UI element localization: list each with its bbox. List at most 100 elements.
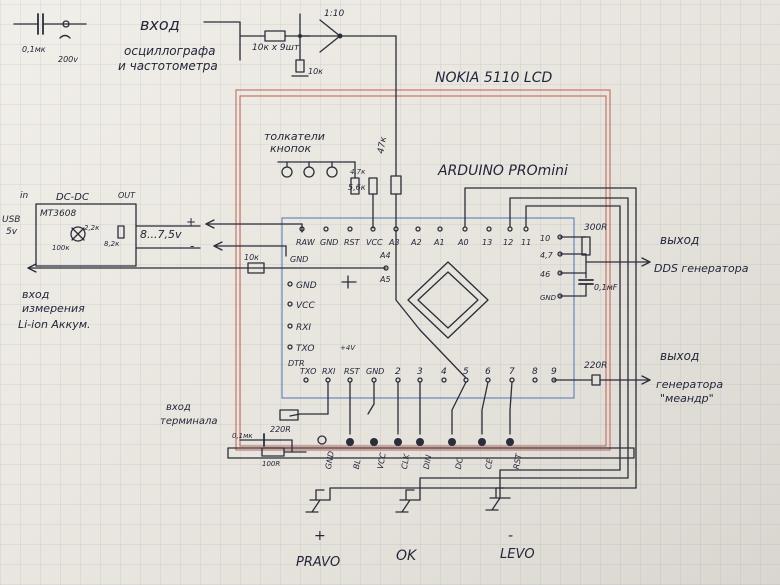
pin-a4: A4: [379, 251, 391, 260]
right-pin-column: [557, 234, 651, 299]
pin-4: 4: [441, 367, 447, 377]
input-subtitle-1: осциллографа: [124, 44, 215, 58]
pin-a5: A5: [379, 275, 391, 284]
dcdc-plus: +: [186, 215, 196, 229]
cap-01-label: 0,1мF: [594, 283, 618, 292]
pin-txo-left: TXO: [296, 344, 314, 354]
batt-title: вход: [22, 288, 49, 301]
mcu-chip: [407, 261, 489, 339]
pin-rst-top: RST: [344, 238, 361, 247]
pravo-label: PRAVO: [296, 555, 340, 570]
dds-output-title: выход: [660, 233, 699, 247]
res-10k-batt-label: 10к: [244, 253, 259, 262]
pin-dtr: DTR: [288, 359, 305, 368]
pin-a0: A0: [457, 238, 469, 247]
pin-a1: A1: [433, 238, 445, 247]
dds-output-subtitle: DDS генератора: [654, 262, 749, 275]
pravo-sign: +: [314, 528, 326, 544]
meander-type: "меандр": [660, 392, 714, 405]
pin-gnd-top: GND: [320, 238, 338, 247]
pin-a2: A2: [410, 238, 422, 247]
terminal-subtitle: терминала: [160, 416, 218, 427]
top-pin-row: [299, 226, 529, 232]
dcdc-out-label: OUT: [118, 191, 136, 200]
terminal-network: [239, 433, 307, 457]
power-wires: [205, 219, 303, 257]
pin-gnd-bottom: GND: [366, 367, 384, 376]
dcdc-in-label: in: [20, 191, 29, 201]
dcdc-r2: 100к: [52, 244, 70, 252]
dcdc-minus: -: [190, 239, 194, 253]
levo-label: LEVO: [500, 547, 535, 562]
pin-9: 9: [551, 367, 557, 377]
control-buttons: [305, 487, 511, 513]
pin-txo-bottom: TXO: [300, 367, 316, 376]
batt-type: Li-ion Аккум.: [18, 318, 91, 331]
pin-gnd-left: GND: [296, 281, 317, 291]
button-bus-wires: [329, 187, 637, 501]
buttons-res-1: 4,7к: [350, 168, 366, 176]
lcd-wires: [279, 229, 513, 435]
res-220r-meander: 220R: [584, 361, 607, 371]
lcd-title: NOKIA 5110 LCD: [435, 70, 552, 86]
lcd-outline-inner: [239, 95, 607, 447]
terminal-title: вход: [166, 402, 191, 413]
res-300r-label: 300R: [584, 223, 607, 233]
pin-rst-bottom: RST: [344, 367, 361, 376]
buttons-title-1: толкатели: [264, 130, 325, 143]
lcd-bottom-rail: [227, 447, 635, 459]
input-title: вход: [140, 15, 180, 34]
board-title: ARDUINO PROmini: [437, 163, 568, 179]
terminal-res2-label: 100R: [262, 460, 280, 468]
lcd-pin-clk: CLK: [400, 453, 412, 470]
pin-4-7: 4,7: [540, 251, 554, 260]
terminal-cap-label: 0,1мк: [232, 432, 253, 440]
pin-5: 5: [463, 367, 469, 377]
lcd-pin-rst: RST: [512, 452, 524, 470]
lcd-pin-vcc: VCC: [376, 452, 388, 470]
batt-subtitle: измерения: [22, 302, 85, 315]
pin-10: 10: [540, 234, 550, 243]
arduino-outline: [281, 217, 575, 399]
pin-6: 6: [485, 367, 491, 377]
pin-a3: A3: [388, 238, 400, 247]
resistor-10k-label: 10к: [308, 67, 323, 76]
gnd-pin-label: GND: [290, 255, 308, 264]
terminal-res-label: 220R: [270, 425, 291, 434]
cap-value-label: 0,1мк: [22, 45, 46, 54]
pin-gnd-right: GND: [540, 294, 557, 302]
lcd-pin-din: DIN: [422, 454, 433, 470]
ratio-label: 1:10: [324, 9, 344, 19]
input-subtitle-2: и частотометра: [118, 59, 218, 73]
lcd-pin-gnd: GND: [324, 450, 336, 470]
dcdc-title: DC-DC: [56, 192, 89, 203]
battery-input: [27, 262, 389, 274]
cap-voltage-label: 200v: [58, 55, 78, 64]
meander-output: [553, 374, 651, 386]
dcdc-r1: 2,2к: [84, 224, 100, 232]
usb-label: USB: [2, 215, 20, 225]
buttons-res-2: 5,6к: [348, 183, 366, 192]
lcd-pin-bl: BL: [352, 459, 363, 470]
lcd-connector-pins: [317, 435, 514, 446]
bottom-pin-row: [303, 377, 557, 383]
lcd-pin-dc: DC: [454, 456, 465, 470]
lcd-pin-ce: CE: [484, 457, 495, 470]
left-pin-column: [287, 275, 357, 350]
resistor-chain-label: 10к x 9шт: [252, 43, 300, 53]
pin-7: 7: [509, 367, 515, 377]
pin-12: 12: [503, 238, 513, 247]
dcdc-module: [35, 203, 201, 267]
resistor-47k: [390, 175, 402, 195]
meander-subtitle: генератора: [656, 378, 723, 391]
left-plus-label: +4V: [340, 344, 356, 352]
dcdc-chip-label: MT3608: [40, 209, 76, 219]
res-47k-label: 47к: [376, 136, 389, 155]
pin-vcc-top: VCC: [366, 238, 383, 247]
buttons-title-2: кнопок: [270, 142, 311, 155]
levo-sign: -: [508, 528, 513, 544]
pin-2: 2: [395, 367, 401, 377]
pin-13: 13: [482, 238, 492, 247]
